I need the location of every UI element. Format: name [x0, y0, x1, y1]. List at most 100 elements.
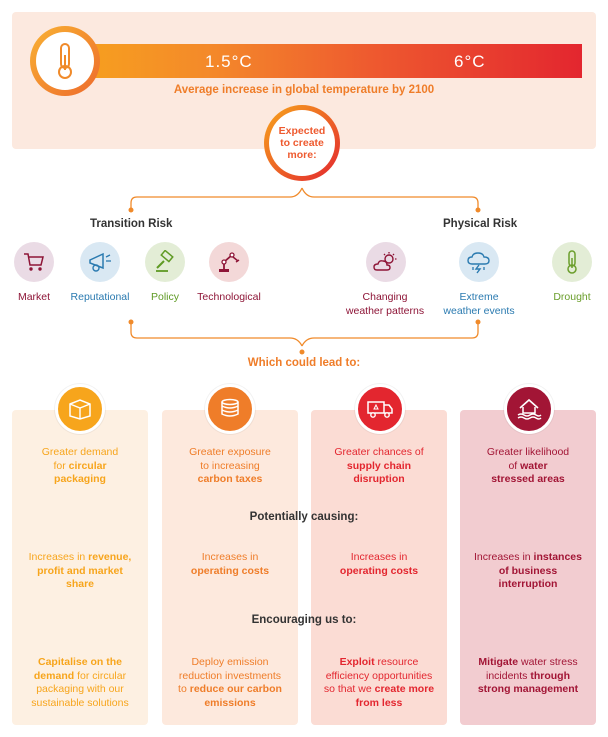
- supply-action-sothat: so that we: [323, 683, 375, 695]
- temperature-gradient-bar: [52, 44, 582, 78]
- water-badge: [504, 384, 554, 434]
- packaging-cause-circular: circular: [68, 459, 107, 472]
- temperature-badge: [30, 26, 100, 96]
- changing-weather-line2: weather patterns: [345, 305, 425, 317]
- market-risk-badge: [14, 242, 54, 282]
- technological-label: Technological: [197, 291, 261, 303]
- water-cause: Greater likelihood of water stressed are…: [463, 446, 593, 487]
- drought-label: Drought: [553, 291, 591, 303]
- water-effect-increases: Increases in: [474, 551, 534, 563]
- packaging-cause-for: for: [53, 459, 69, 472]
- storm-cloud-icon: [467, 252, 490, 274]
- carbon-action-emissions: emissions: [204, 696, 256, 709]
- carbon-effect: Increases in operating costs: [165, 551, 295, 578]
- technological-risk-badge: [209, 242, 249, 282]
- water-cause-of: of: [508, 459, 521, 472]
- packaging-action-line3: packaging with our: [36, 683, 124, 695]
- water-action-stress: water stress: [518, 656, 578, 668]
- carbon-action-reduce: reduce our carbon: [189, 683, 282, 695]
- packaging-cause: Greater demand for circular packaging: [15, 446, 145, 487]
- flood-house-icon: [517, 398, 542, 420]
- thermometer-icon: [58, 43, 72, 79]
- packaging-effect-profit: profit and market: [37, 564, 123, 577]
- supply-cause: Greater chances of supply chain disrupti…: [314, 446, 444, 487]
- expected-more-circle: Expected to create more:: [264, 105, 340, 181]
- water-cause-stressed: stressed areas: [491, 473, 565, 485]
- changing-weather-label: Changing weather patterns: [335, 290, 435, 318]
- supply-effect: Increases in operating costs: [314, 551, 444, 578]
- coins-icon: [221, 398, 239, 417]
- packaging-action-capitalise: Capitalise on the: [37, 656, 122, 668]
- water-action-mitigate: Mitigate: [478, 656, 519, 668]
- temperature-subtitle: Average increase in global temperature b…: [173, 84, 435, 96]
- column-carbon: [162, 410, 298, 725]
- center-line-1: Expected: [278, 125, 326, 137]
- carbon-cause: Greater exposure to increasing carbon ta…: [165, 446, 295, 487]
- column-supply: [311, 410, 447, 725]
- carbon-effect-costs: operating costs: [190, 564, 270, 577]
- water-action-incidents: incidents: [485, 669, 531, 682]
- supply-action-create: create more: [374, 683, 435, 695]
- reputational-label: Reputational: [70, 291, 130, 303]
- gavel-icon: [156, 250, 174, 272]
- supply-cause-disruption: disruption: [353, 473, 405, 485]
- packaging-action-demand: demand: [33, 669, 75, 682]
- water-cause-line1: Greater likelihood: [486, 446, 570, 458]
- temperature-high-label: 6°C: [454, 52, 486, 71]
- changing-weather-line1: Changing: [362, 291, 408, 303]
- supply-badge: [355, 384, 405, 434]
- packaging-action: Capitalise on the demand for circular pa…: [15, 656, 145, 710]
- robot-arm-icon: [219, 252, 240, 272]
- column-packaging: [12, 410, 148, 725]
- water-effect: Increases in instances of business inter…: [463, 551, 593, 592]
- transition-risk-title: Transition Risk: [90, 218, 173, 230]
- supply-action-exploit: Exploit: [339, 656, 375, 668]
- supply-cause-chain: supply chain: [346, 459, 412, 472]
- supply-action-resource: resource: [374, 656, 419, 668]
- carbon-badge: [205, 384, 255, 434]
- carbon-action-line1: Deploy emission: [191, 656, 269, 668]
- water-action: Mitigate water stress incidents through …: [463, 656, 593, 697]
- column-water: [460, 410, 596, 725]
- packaging-cause-packaging: packaging: [54, 473, 106, 485]
- drought-badge: [552, 242, 592, 282]
- market-label: Market: [17, 291, 51, 303]
- water-cause-water: water: [520, 459, 548, 472]
- supply-effect-line1: Increases in: [350, 551, 408, 563]
- policy-label: Policy: [150, 291, 179, 303]
- carbon-action-line2: reduction investments: [178, 669, 282, 682]
- encouraging-label: Encouraging us to:: [251, 614, 357, 626]
- carbon-action-to: to: [178, 683, 190, 695]
- supply-cause-line1: Greater chances of: [334, 446, 424, 458]
- extreme-weather-badge: [459, 242, 499, 282]
- thermometer-icon: [567, 250, 577, 274]
- water-action-through: through: [530, 669, 570, 682]
- supply-action-line2: efficiency opportunities: [325, 669, 433, 682]
- carbon-cause-line1: Greater exposure: [189, 446, 271, 458]
- megaphone-icon: [89, 252, 111, 272]
- water-action-management: strong management: [477, 683, 579, 695]
- carbon-effect-line1: Increases in: [201, 551, 259, 563]
- packaging-action-circular: for circular: [74, 669, 127, 682]
- shopping-cart-icon: [24, 253, 44, 271]
- packaging-effect-increases: Increases in: [28, 551, 89, 563]
- center-line-3: more:: [287, 149, 317, 161]
- packaging-effect: Increases in revenue, profit and market …: [15, 551, 145, 592]
- extreme-weather-line2: weather events: [443, 305, 515, 317]
- reputational-risk-badge: [80, 242, 120, 282]
- packaging-action-line4: sustainable solutions: [31, 696, 129, 709]
- packaging-badge: [55, 384, 105, 434]
- physical-risk-title: Physical Risk: [443, 218, 518, 230]
- packaging-effect-revenue: revenue,: [88, 551, 132, 563]
- water-effect-instances: instances: [533, 551, 582, 563]
- box-icon: [69, 399, 91, 420]
- supply-action: Exploit resource efficiency opportunitie…: [314, 656, 444, 710]
- extreme-weather-line1: Extreme: [459, 291, 499, 303]
- supply-effect-costs: operating costs: [339, 564, 419, 577]
- packaging-cause-line1: Greater demand: [41, 446, 119, 458]
- carbon-cause-line2: to increasing: [200, 459, 260, 472]
- lead-to-label: Which could lead to:: [247, 357, 361, 369]
- water-effect-interruption: interruption: [498, 578, 558, 590]
- extreme-weather-label: Extreme weather events: [429, 290, 529, 318]
- water-effect-business: of business: [498, 564, 558, 577]
